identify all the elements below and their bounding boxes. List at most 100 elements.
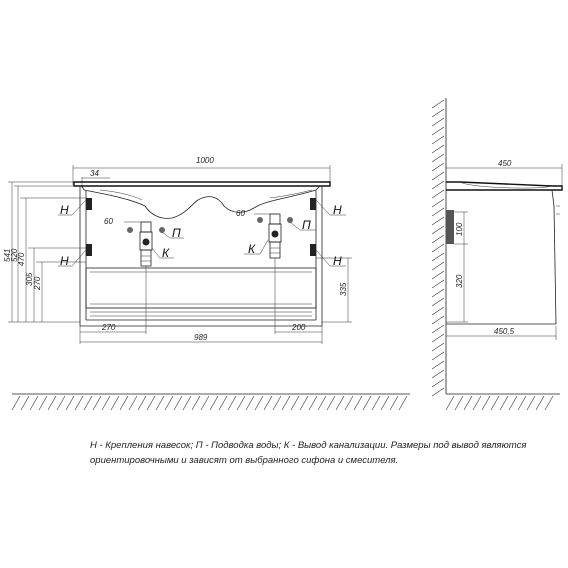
floor-hatch-line [155,395,165,411]
side-view: 450 100 320 450,5 [431,98,563,411]
label-hanger-top-left: Н [58,199,87,217]
floor-hatch-line [445,395,455,411]
floor-hatch-line [11,395,21,411]
floor-hatch-line [173,395,183,411]
dim-side-vertical: 100 320 [446,211,468,323]
floor-hatch-line [245,395,255,411]
dim-label-tap-offset-right: 60 [236,209,245,218]
label-hanger-bottom-right: Н [315,249,346,268]
floor-hatch-line [218,395,228,411]
wall-hatch-line [431,180,445,190]
legend-line-2: ориентировочными и зависят от выбранного… [90,455,399,466]
wall-hatch-line [431,369,445,379]
hanger-bottom-right [310,244,316,256]
floor-hatch-line [38,395,48,411]
floor-hatch-line [362,395,372,411]
floor-hatch-line [56,395,66,411]
wall-hatch-line [431,306,445,316]
floor-hatch-line [526,395,536,411]
wall-hatch-line [431,261,445,271]
floor-hatch-line [83,395,93,411]
dim-label-total-height: 541 [3,249,12,262]
front-view: 1000 34 [3,156,352,344]
floor-hatch-line [29,395,39,411]
floor-hatch-line [535,395,545,411]
floor-hatch-line [65,395,75,411]
floor-hatch-line [335,395,345,411]
dim-label-height-305: 305 [25,272,34,286]
dim-bottom-depth: 450,5 [446,326,557,340]
floor-hatch-line [227,395,237,411]
wall-hatch-line [431,288,445,298]
wall-hatch-line [431,360,445,370]
svg-text:Н: Н [333,254,342,268]
floor-hatch-line [454,395,464,411]
siphon-left: 60 [104,217,165,267]
dim-total-width: 1000 [72,156,331,185]
hanger-top-left [86,198,92,210]
floor-hatch-line [20,395,30,411]
floor-hatch-line [263,395,273,411]
floor-hatch-line [101,395,111,411]
svg-text:Н: Н [60,254,69,268]
floor-hatch-line [182,395,192,411]
dim-top-depth: 450 [446,159,563,186]
dim-label-height-320: 320 [455,274,464,288]
wall-hatch-line [431,135,445,145]
label-hanger-bottom-left: Н [58,249,87,268]
floor-hatch-line [371,395,381,411]
floor-hatch-line [499,395,509,411]
dim-label-height-270: 270 [33,276,42,291]
wall-hatch-line [431,243,445,253]
floor-hatch-line [254,395,264,411]
hanger-bottom-left [86,244,92,256]
floor-hatch-line [299,395,309,411]
wall-hatch-line [431,216,445,226]
dim-label-bottom-right: 200 [291,323,306,332]
label-water-right: П [289,218,316,232]
floor-hatch-line [137,395,147,411]
svg-text:К: К [248,242,256,256]
floor-hatch-line [236,395,246,411]
dim-label-height-520: 520 [10,248,19,262]
label-drain-right: К [244,239,269,256]
wall-hatch-line [431,315,445,325]
dim-label-right-height: 335 [339,282,348,296]
floor-hatch-line [353,395,363,411]
floor-hatch-line [389,395,399,411]
floor-hatch-line [74,395,84,411]
washbasin-top [73,181,331,219]
dim-label-edge-offset: 34 [90,169,99,178]
wall-hatch-line [431,387,445,397]
legend-line-1: Н - Крепления навесок; П - Подводка воды… [90,440,527,451]
floor-hatch-line [191,395,201,411]
dim-vertical-right: 335 [316,257,352,323]
wall-hatch-line [431,342,445,352]
wall-hatch-line [431,198,445,208]
siphon-right: 60 [236,209,293,259]
floor-hatch-line [272,395,282,411]
wall-hatch-line [431,162,445,172]
dim-label-height-100: 100 [455,222,464,236]
floor-hatch-line [380,395,390,411]
svg-text:П: П [172,226,181,240]
svg-text:Н: Н [333,203,342,217]
floor-hatch-line [517,395,527,411]
wall-hatch-line [431,225,445,235]
dim-edge-offset: 34 [81,169,110,188]
dim-label-top-depth: 450 [498,159,512,168]
floor-hatch-line [164,395,174,411]
dim-label-height-470: 470 [17,252,26,266]
floor-hatch-line [281,395,291,411]
dim-bottom: 270 200 989 [79,258,323,344]
wall-hatch-line [431,378,445,388]
floor-hatch-line [472,395,482,411]
legend-note: Н - Крепления навесок; П - Подводка воды… [90,438,530,468]
svg-text:Н: Н [60,203,69,217]
wall-hatch-line [431,189,445,199]
floor-hatch-line [317,395,327,411]
floor-hatch-line [326,395,336,411]
label-drain-left: К [151,246,174,260]
floor-hatch-line [119,395,129,411]
